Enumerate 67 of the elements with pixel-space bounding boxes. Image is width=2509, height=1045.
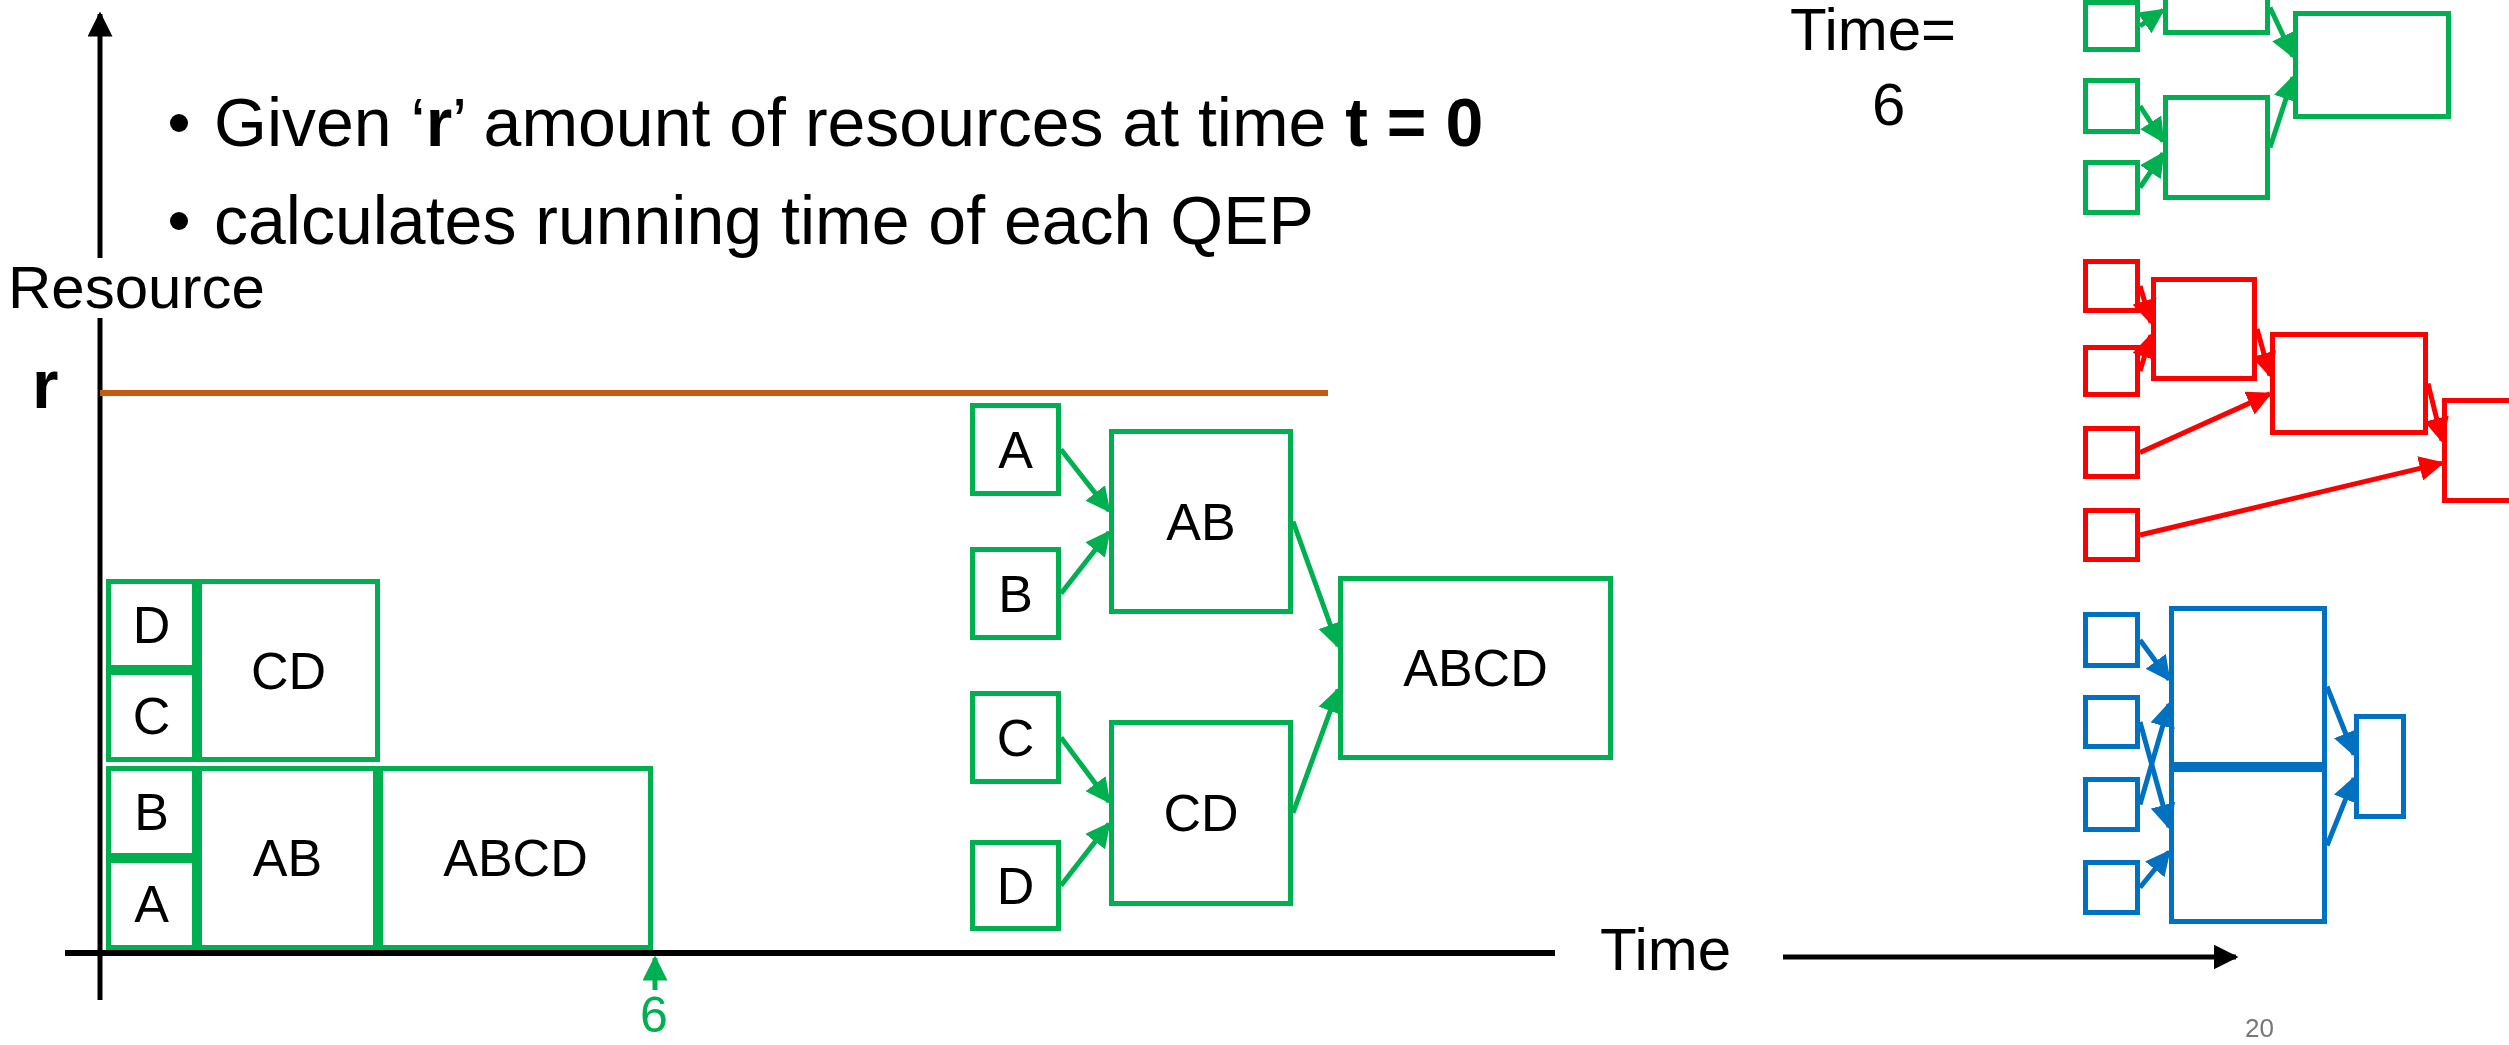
arrow <box>1059 530 1111 596</box>
operator-box <box>970 547 1061 640</box>
axis-label: 20 <box>2245 1015 2274 1041</box>
operator-label: A <box>998 423 1033 476</box>
operator-label: ABCD <box>1403 642 1548 694</box>
plan-box <box>2083 777 2140 832</box>
operator-box <box>106 766 197 858</box>
arrow <box>2137 701 2175 806</box>
arrow <box>2138 638 2171 682</box>
arrow <box>1059 447 1111 513</box>
operator-label: CD <box>250 644 327 697</box>
operator-label: C <box>996 711 1035 764</box>
arrow <box>1059 736 1111 804</box>
arrow <box>2137 104 2166 144</box>
operator-label: B <box>998 567 1033 620</box>
plan-box <box>2083 508 2140 562</box>
operator-label: B <box>134 786 169 838</box>
axis-label: 6 <box>1872 75 1906 135</box>
operator-box <box>106 858 197 950</box>
operator-box <box>1109 429 1293 614</box>
plan-box <box>2083 259 2140 313</box>
plan-box <box>2083 78 2140 134</box>
plan-box <box>2293 11 2451 119</box>
operator-label: C <box>132 690 171 742</box>
arrow <box>2139 456 2445 538</box>
arrow <box>2138 849 2171 890</box>
arrow <box>2137 151 2166 189</box>
operator-box <box>106 579 197 670</box>
plan-box <box>2083 0 2140 52</box>
arrow <box>1059 821 1111 888</box>
plan-box <box>2083 345 2140 397</box>
plan-box <box>2083 426 2140 479</box>
operator-label: AB <box>1166 495 1236 548</box>
operator-label: CD <box>1163 787 1239 839</box>
bullet-text: Given ‘r’ amount of resources at time t = 0 <box>214 88 1484 156</box>
operator-box <box>1338 576 1613 760</box>
arrow <box>2137 721 2176 830</box>
axis-label: Time= <box>1790 0 1957 60</box>
operator-box <box>197 766 378 950</box>
operator-label: ABCD <box>443 832 588 884</box>
operator-box <box>197 579 380 762</box>
arrow <box>2137 8 2166 34</box>
plan-box <box>2151 277 2257 381</box>
plan-box <box>2169 767 2327 924</box>
axis-label: Time <box>1600 920 1732 980</box>
operator-label: D <box>132 598 171 651</box>
operator-box <box>378 766 653 950</box>
operator-box <box>106 670 197 762</box>
plan-box <box>2083 612 2140 668</box>
operator-label: AB <box>252 832 323 884</box>
plan-box <box>2270 332 2428 435</box>
operator-box <box>1109 720 1293 906</box>
operator-box <box>970 691 1061 784</box>
plan-box <box>2083 860 2140 915</box>
plan-box <box>2083 695 2140 749</box>
plan-box <box>2163 95 2270 200</box>
operator-box <box>970 403 1061 496</box>
arrow <box>2138 391 2273 455</box>
operator-label: D <box>996 859 1035 912</box>
operator-label: A <box>134 878 169 930</box>
plan-box <box>2354 714 2406 819</box>
axis-label: 6 <box>640 990 668 1040</box>
plan-box <box>2083 160 2140 215</box>
plan-box <box>2169 606 2327 767</box>
axis-label: r <box>32 350 59 418</box>
arrow <box>2267 6 2296 59</box>
operator-box <box>970 840 1061 931</box>
